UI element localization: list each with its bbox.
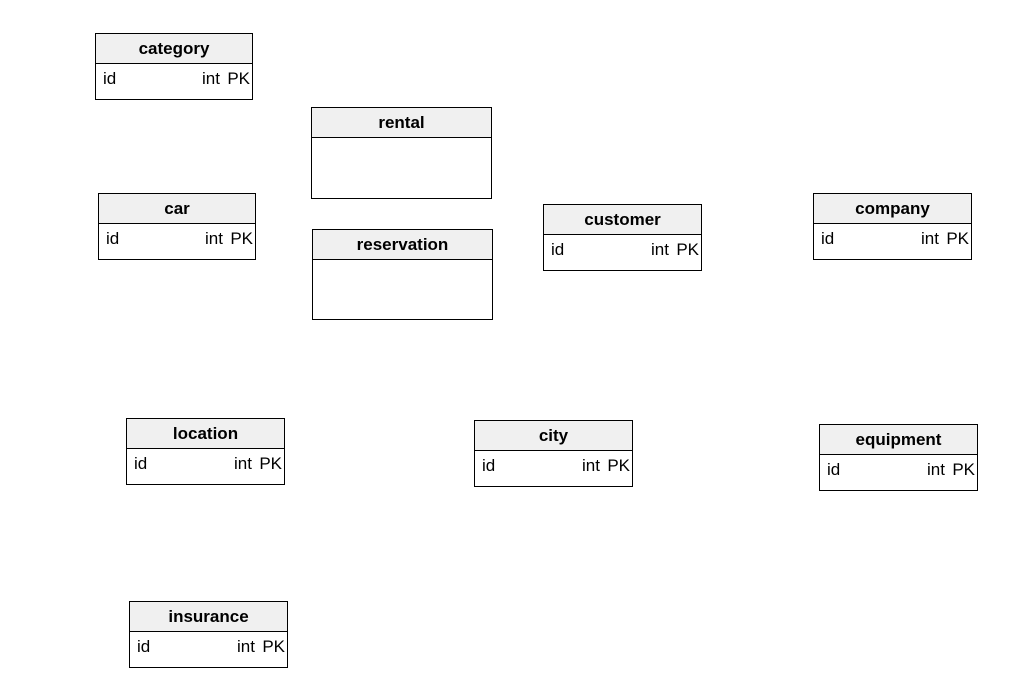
attribute-type: int	[921, 229, 939, 248]
attribute-name: id	[482, 456, 496, 475]
entity-attributes: id int PK	[99, 224, 255, 256]
attribute-name: id	[103, 69, 117, 88]
entity-attributes: id int PK	[814, 224, 971, 256]
entity-rental[interactable]: rental	[311, 107, 492, 199]
entity-title: company	[814, 194, 971, 224]
attribute-key: PK	[607, 456, 630, 475]
entity-car[interactable]: car id int PK	[98, 193, 256, 260]
attribute-type: int	[651, 240, 669, 259]
entity-company[interactable]: company id int PK	[813, 193, 972, 260]
entity-attributes: id int PK	[820, 455, 977, 487]
entity-title: reservation	[313, 230, 492, 260]
attribute-name: id	[106, 229, 120, 248]
entity-category[interactable]: category id int PK	[95, 33, 253, 100]
entity-title: rental	[312, 108, 491, 138]
entity-insurance[interactable]: insurance id int PK	[129, 601, 288, 668]
attribute-row[interactable]: id int PK	[544, 235, 701, 267]
attribute-key: PK	[676, 240, 699, 259]
attribute-row[interactable]: id int PK	[130, 632, 287, 664]
entity-location[interactable]: location id int PK	[126, 418, 285, 485]
attribute-name: id	[821, 229, 835, 248]
attribute-type: int	[205, 229, 223, 248]
entity-city[interactable]: city id int PK	[474, 420, 633, 487]
entity-attributes: id int PK	[475, 451, 632, 483]
attribute-row[interactable]: id int PK	[814, 224, 971, 256]
entity-title: equipment	[820, 425, 977, 455]
attribute-type: int	[237, 637, 255, 656]
attribute-row[interactable]: id int PK	[127, 449, 284, 481]
attribute-key: PK	[227, 69, 250, 88]
entity-equipment[interactable]: equipment id int PK	[819, 424, 978, 491]
attribute-name: id	[551, 240, 565, 259]
attribute-type: int	[582, 456, 600, 475]
entity-attributes: id int PK	[127, 449, 284, 481]
attribute-type: int	[202, 69, 220, 88]
attribute-key: PK	[952, 460, 975, 479]
entity-attributes: id int PK	[130, 632, 287, 664]
entity-customer[interactable]: customer id int PK	[543, 204, 702, 271]
attribute-row[interactable]: id int PK	[99, 224, 255, 256]
attribute-key: PK	[262, 637, 285, 656]
attribute-key: PK	[259, 454, 282, 473]
attribute-row[interactable]: id int PK	[475, 451, 632, 483]
attribute-key: PK	[230, 229, 253, 248]
attribute-name: id	[827, 460, 841, 479]
attribute-name: id	[134, 454, 148, 473]
entity-title: location	[127, 419, 284, 449]
entity-title: category	[96, 34, 252, 64]
entity-title: city	[475, 421, 632, 451]
attribute-type: int	[927, 460, 945, 479]
attribute-row[interactable]: id int PK	[96, 64, 252, 96]
entity-attributes: id int PK	[96, 64, 252, 96]
entity-title: customer	[544, 205, 701, 235]
attribute-key: PK	[946, 229, 969, 248]
entity-reservation[interactable]: reservation	[312, 229, 493, 320]
attribute-type: int	[234, 454, 252, 473]
entity-title: car	[99, 194, 255, 224]
entity-title: insurance	[130, 602, 287, 632]
entity-attributes: id int PK	[544, 235, 701, 267]
attribute-name: id	[137, 637, 151, 656]
attribute-row[interactable]: id int PK	[820, 455, 977, 487]
